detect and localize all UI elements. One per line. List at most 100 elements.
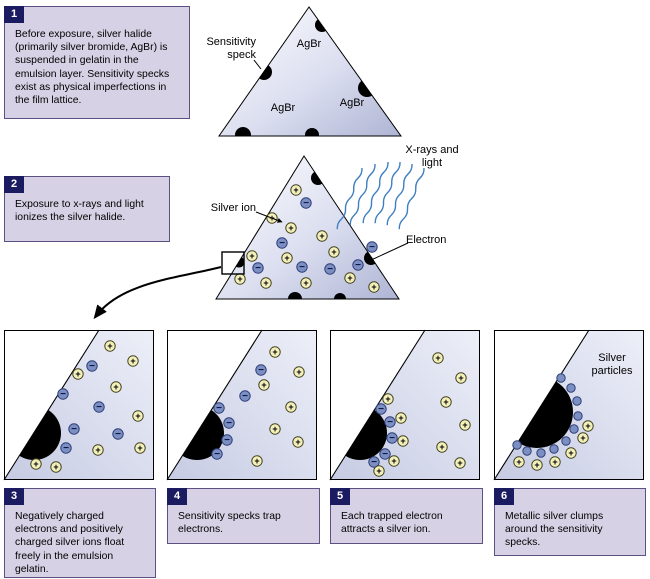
silver-ion <box>565 447 577 459</box>
minus-sign: − <box>258 365 264 376</box>
electron-particle <box>223 417 235 429</box>
plus-sign: + <box>272 347 277 357</box>
minus-sign: − <box>355 260 361 271</box>
plus-sign: + <box>457 458 462 468</box>
plus-sign: + <box>293 185 298 195</box>
minus-sign: − <box>303 198 309 209</box>
silver-ion-label: Silver ion <box>210 202 256 214</box>
electron-particle <box>379 448 391 460</box>
sensitivity-speck-pointer-line <box>253 59 262 70</box>
silver-ion <box>285 222 297 234</box>
minus-sign: − <box>226 418 232 429</box>
panel-particles: −−−−−−+++++++++ <box>30 340 146 473</box>
step-text: Each trapped electron attracts a silver … <box>341 511 443 536</box>
panel-border <box>4 330 154 480</box>
plus-sign: + <box>95 445 100 455</box>
plus-sign: + <box>347 273 352 283</box>
xray-wave <box>374 161 401 224</box>
plus-sign: + <box>443 397 448 407</box>
minus-sign: − <box>60 389 66 400</box>
silver-ion <box>300 277 312 289</box>
electron-particle <box>93 401 105 413</box>
electron-particle <box>112 428 124 440</box>
xray-wave <box>362 161 389 224</box>
plus-sign: + <box>288 402 293 412</box>
electron-particle <box>366 241 378 253</box>
electron-particle <box>324 263 336 275</box>
electron-particle <box>239 390 251 402</box>
silver-ion <box>577 432 589 444</box>
plus-sign: + <box>552 457 557 467</box>
plus-sign: + <box>580 433 585 443</box>
silver-ion <box>454 457 466 469</box>
panel-particles: −−−−−−+++++++ <box>211 346 305 467</box>
electron-label: Electron <box>406 234 447 246</box>
sensitivity-speck <box>311 171 325 185</box>
plus-sign: + <box>263 278 268 288</box>
minus-sign: − <box>371 457 377 468</box>
sensitivity-speck-label: Sensitivity speck <box>206 36 256 61</box>
xray-waves <box>336 161 425 230</box>
plus-sign: + <box>462 420 467 430</box>
plus-sign: + <box>288 223 293 233</box>
plus-sign: + <box>272 424 277 434</box>
minus-sign: − <box>255 263 261 274</box>
plus-sign: + <box>295 437 300 447</box>
minus-sign: − <box>214 449 220 460</box>
agbr-label-left: AgBr <box>270 102 296 114</box>
silver-ion <box>30 458 42 470</box>
plus-sign: + <box>568 448 573 458</box>
plus-sign: + <box>371 282 376 292</box>
silver-ion <box>368 281 380 293</box>
step-number-badge: 4 <box>167 488 187 505</box>
crystal-before-exposure <box>218 6 402 137</box>
xray-wave <box>386 163 413 226</box>
electron-particle <box>211 448 223 460</box>
silver-atom <box>573 411 583 421</box>
minus-sign: − <box>279 238 285 249</box>
silver-ion <box>388 455 400 467</box>
zoom-panel-2: −−−−−−+++++++ <box>166 329 317 481</box>
electron-pointer-arrow <box>368 242 409 262</box>
silver-ion <box>582 420 594 432</box>
plus-sign: + <box>400 436 405 446</box>
silver-ion <box>269 423 281 435</box>
step-text: Sensitivity specks trap electrons. <box>178 511 281 536</box>
minus-sign: − <box>63 443 69 454</box>
silver-ion <box>251 455 263 467</box>
plus-sign: + <box>435 353 440 363</box>
silver-ion <box>50 461 62 473</box>
zoom-region-box <box>221 251 245 275</box>
silver-ion <box>134 442 146 454</box>
step-box-3: 3 Negatively charged electrons and posit… <box>4 488 156 578</box>
silver-atom <box>556 373 566 383</box>
silver-atom <box>561 436 571 446</box>
plus-sign: + <box>75 369 80 379</box>
xray-wave <box>349 163 376 226</box>
crystal-triangle-1 <box>218 6 402 137</box>
electron-particle <box>57 388 69 400</box>
electron-particle <box>384 416 396 428</box>
silver-ion <box>269 346 281 358</box>
plus-sign: + <box>33 459 38 469</box>
plus-sign: + <box>385 394 390 404</box>
plus-sign: + <box>53 462 58 472</box>
crystal-edge-line <box>3 329 100 481</box>
agbr-label-right: AgBr <box>339 97 365 109</box>
minus-sign: − <box>89 361 95 372</box>
silver-ion <box>92 444 104 456</box>
silver-ion <box>316 230 328 242</box>
electron-particle <box>68 423 80 435</box>
zoom-panels-group: −−−−−−+++++++++−−−−−−+++++++−−−−−+++++++… <box>3 329 644 481</box>
electron-particle <box>300 197 312 209</box>
step-number-badge: 3 <box>4 488 24 505</box>
plus-sign: + <box>130 356 135 366</box>
step-text: Negatively charged electrons and positiv… <box>15 511 125 575</box>
zoom-panel-1: −−−−−−+++++++++ <box>3 329 154 481</box>
silver-ion <box>344 272 356 284</box>
silver-ion <box>382 393 394 405</box>
zoom-arrow <box>93 266 222 320</box>
electron-particle <box>276 237 288 249</box>
electron-particle <box>352 259 364 271</box>
